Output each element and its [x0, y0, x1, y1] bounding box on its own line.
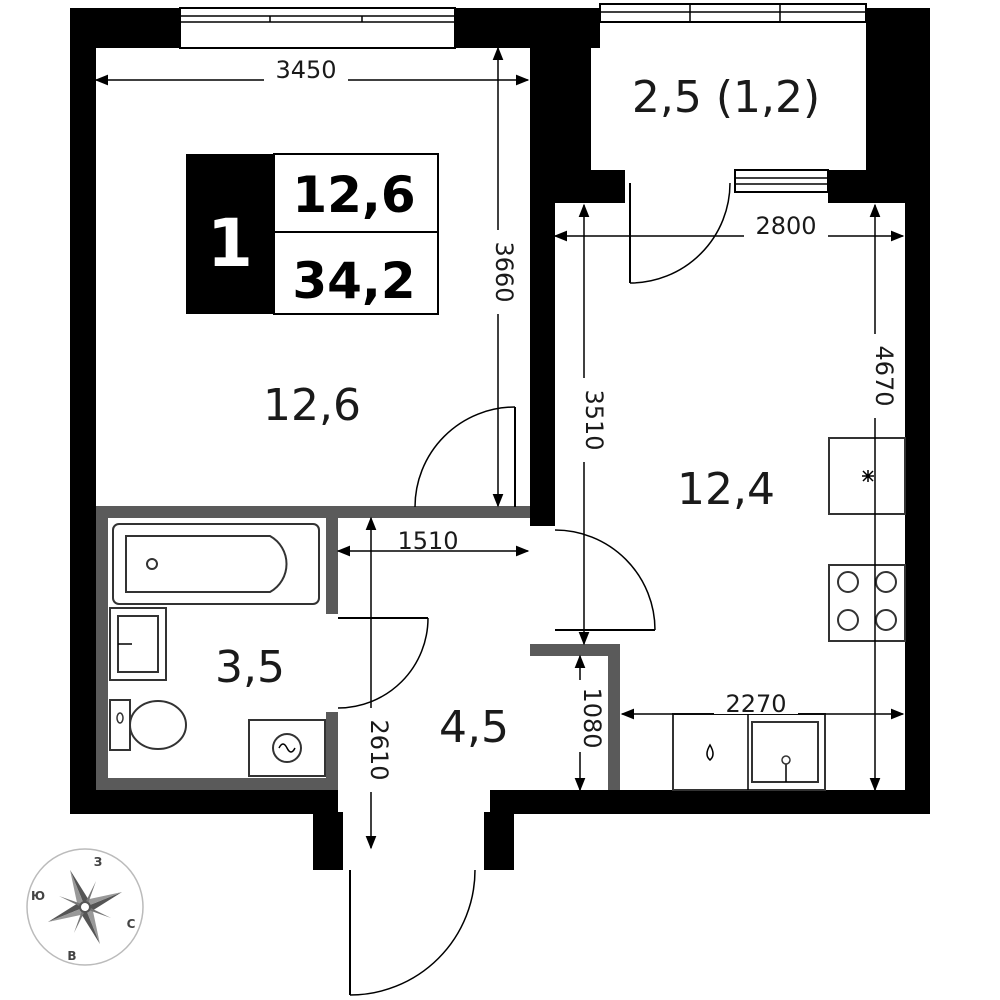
dim-hallway-depth: 2610: [365, 719, 393, 780]
total-area: 34,2: [292, 252, 415, 310]
door-bathroom: [337, 617, 429, 709]
dim-kitchen-depth-right: 4670: [870, 345, 898, 406]
dim-hall-niche: 1080: [578, 687, 606, 748]
compass-rose: З С В Ю: [26, 848, 144, 966]
window-bedroom: [179, 7, 456, 49]
room-area-hallway: 4,5: [439, 702, 509, 753]
window-balcony: [599, 3, 867, 23]
room-area-bathroom: 3,5: [215, 642, 285, 693]
door-balcony: [629, 182, 731, 284]
apartment-summary-badge: 1 12,6 34,2: [186, 153, 439, 315]
room-area-balcony: 2,5 (1,2): [632, 72, 820, 123]
bathtub: [112, 523, 320, 605]
toilet: [109, 699, 187, 751]
washbasin: [109, 607, 167, 681]
interior-partitions: [96, 506, 620, 790]
dim-counter-length: 2270: [725, 690, 786, 718]
room-area-bedroom: 12,6: [263, 380, 361, 431]
door-kitchen: [554, 529, 656, 631]
dim-kitchen-width: 2800: [755, 212, 816, 240]
rooms-count: 1: [207, 205, 253, 282]
living-area: 12,6: [292, 166, 415, 224]
door-bedroom: [414, 406, 516, 508]
kitchen-sink: [751, 721, 819, 783]
compass-west: Ю: [31, 889, 45, 903]
exterior-walls: [70, 8, 930, 870]
compass-icon: [47, 869, 123, 945]
dim-bedroom-width: 3450: [275, 56, 336, 84]
compass-south: В: [67, 949, 76, 963]
dim-hallway-width: 1510: [397, 527, 458, 555]
dim-kitchen-depth-left: 3510: [580, 389, 608, 450]
door-entrance: [349, 869, 476, 996]
fridge: [828, 437, 906, 515]
stove: [828, 564, 906, 642]
window-balcony-door: [734, 169, 829, 193]
room-area-kitchen: 12,4: [677, 464, 775, 515]
compass-east: С: [127, 917, 136, 931]
compass-north: З: [94, 855, 103, 869]
dim-bedroom-depth: 3660: [490, 241, 518, 302]
washing-machine: [248, 719, 326, 777]
